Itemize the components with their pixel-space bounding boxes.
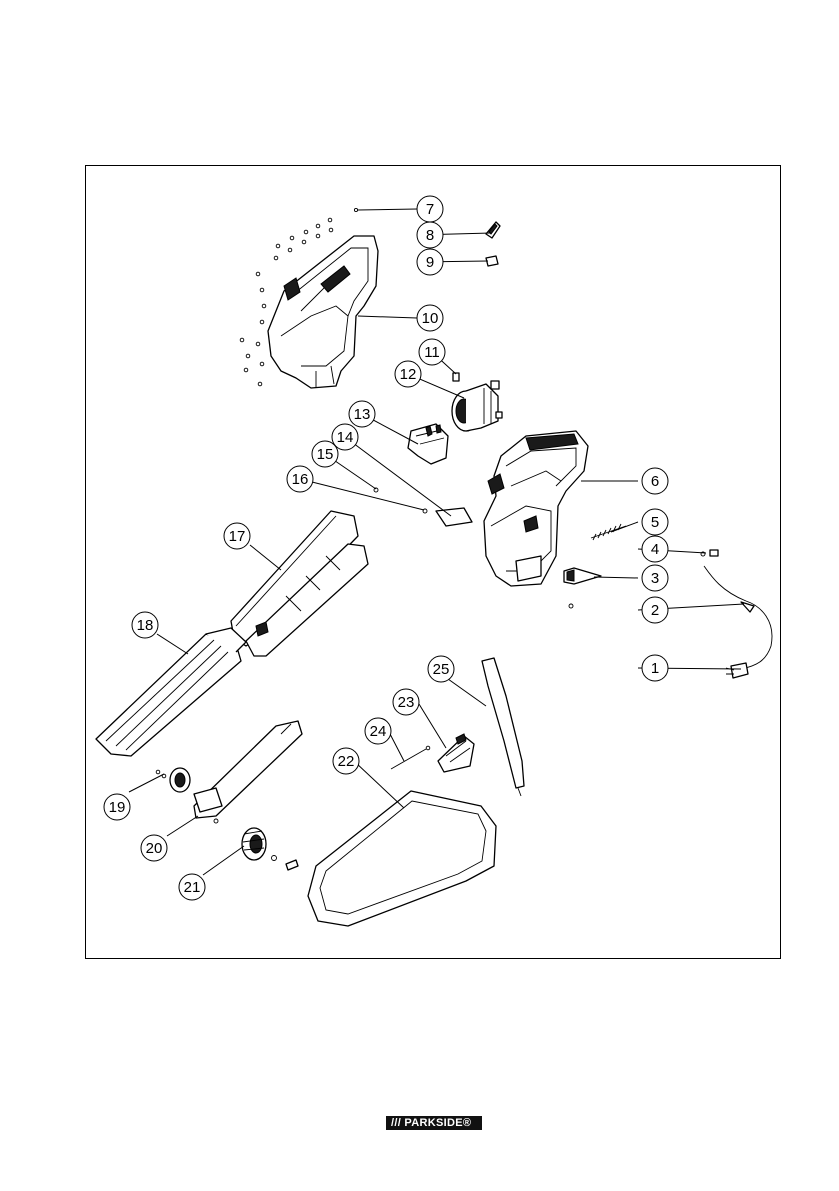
callout-8: 8 [417,222,443,248]
callout-label: 2 [651,602,659,619]
callout-label: 8 [426,227,434,244]
callout-15: 15 [312,441,338,467]
part-bag-adapter [438,734,474,772]
part-collection-bag [308,791,496,926]
part-power-cable [704,566,772,678]
part-pin [391,746,430,769]
brand-logo: /// PARKSIDE® [386,1116,482,1130]
part-bushing [453,373,459,381]
callout-label: 3 [651,570,659,587]
part-right-housing [484,431,588,586]
callout-label: 17 [229,528,246,545]
callout-9: 9 [417,249,443,275]
callout-label: 19 [109,799,126,816]
callout-label: 5 [651,514,659,531]
callout-label: 13 [354,406,371,423]
part-lower-tube [96,628,246,756]
callout-label: 1 [651,660,659,677]
part-motor [452,381,502,431]
callout-23: 23 [393,689,419,715]
callout-label: 20 [146,840,163,857]
callout-24: 24 [365,718,391,744]
callout-25: 25 [428,656,454,682]
part-cable-relief [564,568,601,584]
callout-label: 24 [370,723,387,740]
callout-22: 22 [333,748,359,774]
part-impeller-bracket [408,424,448,464]
callout-label: 4 [651,541,659,558]
callout-5: 5 [642,509,668,535]
part-left-housing [268,236,378,388]
part-shoulder-strap [482,658,524,796]
callout-1: 1 [642,655,668,681]
callout-10: 10 [417,305,443,331]
callout-label: 21 [184,879,201,896]
callout-3: 3 [642,565,668,591]
callout-label: 14 [337,429,354,446]
callout-17: 17 [224,523,250,549]
callout-18: 18 [132,612,158,638]
part-flap [436,508,472,526]
callout-6: 6 [642,468,668,494]
part-screw-bottom [569,604,573,608]
callout-label: 22 [338,753,355,770]
exploded-view-diagram: 7 8 9 10 11 12 13 14 15 16 6 5 4 3 2 1 1… [86,166,782,960]
callout-7: 7 [417,196,443,222]
part-axle-bracket [194,721,302,823]
callout-label: 18 [137,617,154,634]
callout-label: 9 [426,254,434,271]
callout-label: 25 [433,661,450,678]
callout-label: 11 [424,344,440,361]
callout-4: 4 [642,536,668,562]
callout-19: 19 [104,794,130,820]
callout-label: 15 [317,446,334,463]
callout-label: 10 [422,310,439,327]
callout-16: 16 [287,466,313,492]
callout-11: 11 [419,339,445,365]
callout-13: 13 [349,401,375,427]
callout-label: 12 [400,366,417,383]
part-wheel [242,828,298,870]
callout-label: 16 [292,471,309,488]
diagram-frame: 7 8 9 10 11 12 13 14 15 16 6 5 4 3 2 1 1… [85,165,781,959]
part-switch [486,222,500,238]
part-spring [591,524,626,540]
callout-20: 20 [141,835,167,861]
callout-label: 7 [426,201,434,218]
part-upper-tube [231,511,368,656]
part-fan-small [156,768,190,792]
callout-21: 21 [179,874,205,900]
callout-label: 23 [398,694,415,711]
callout-label: 6 [651,473,659,490]
callout-12: 12 [395,361,421,387]
callout-2: 2 [642,597,668,623]
